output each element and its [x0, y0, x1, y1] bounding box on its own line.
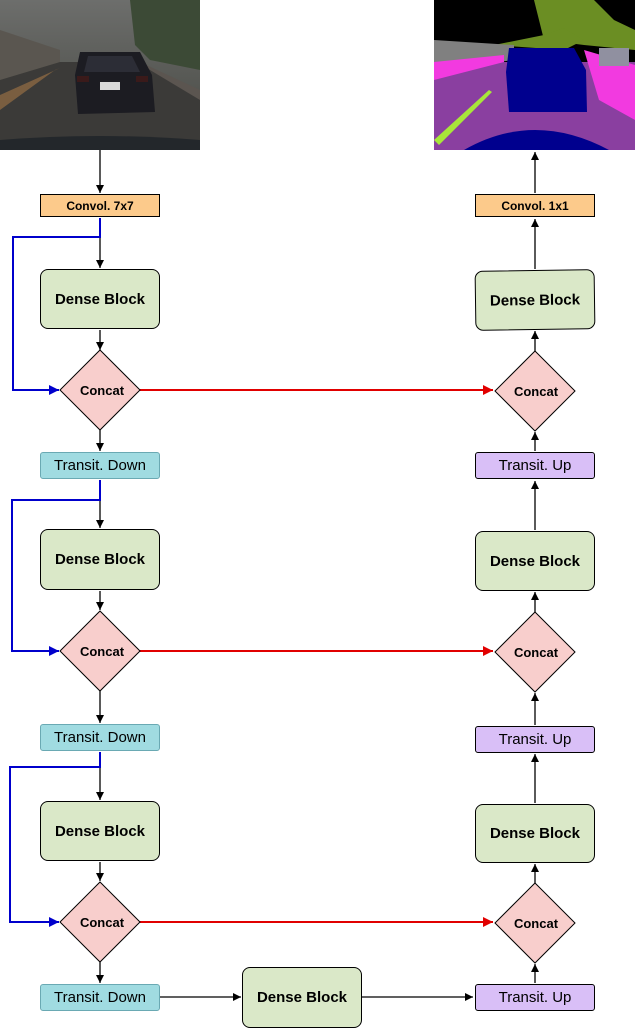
- concat-diamond: [59, 881, 141, 963]
- decoder-dense-block-3: Dense Block: [475, 804, 595, 863]
- convol-7x7-box: Convol. 7x7: [40, 194, 160, 217]
- concat-label: Concat: [513, 384, 559, 399]
- concat-label: Concat: [513, 645, 559, 660]
- bottleneck-dense-block: Dense Block: [242, 967, 362, 1028]
- concat-diamond: [494, 882, 576, 964]
- skip-arrow-3: [9, 752, 101, 927]
- skip-arrow-1: [12, 218, 101, 395]
- transit-down-2: Transit. Down: [40, 724, 160, 751]
- transit-down-3: Transit. Down: [40, 984, 160, 1011]
- skip-arrow-2: [11, 480, 101, 656]
- concat-label: Concat: [79, 644, 125, 659]
- concat-diamond: [494, 611, 576, 693]
- concat-label: Concat: [79, 915, 125, 930]
- convol-1x1-box: Convol. 1x1: [475, 194, 595, 217]
- encoder-dense-block-3: Dense Block: [40, 801, 160, 861]
- decoder-dense-block-2: Dense Block: [475, 531, 595, 591]
- encoder-dense-block-2: Dense Block: [40, 529, 160, 590]
- encoder-dense-block-1: Dense Block: [40, 269, 160, 329]
- concat-label: Concat: [513, 916, 559, 931]
- transit-up-3: Transit. Up: [475, 984, 595, 1011]
- decoder-dense-block-1: Dense Block: [474, 269, 596, 331]
- concat-label: Concat: [79, 383, 125, 398]
- input-street-photo: [0, 0, 200, 150]
- concat-diamond: [494, 350, 576, 432]
- concat-diamond: [59, 349, 141, 431]
- output-segmentation-map: [434, 0, 635, 150]
- transit-up-1: Transit. Up: [475, 452, 595, 479]
- transit-down-1: Transit. Down: [40, 452, 160, 479]
- concat-diamond: [59, 610, 141, 692]
- transit-up-2: Transit. Up: [475, 726, 595, 753]
